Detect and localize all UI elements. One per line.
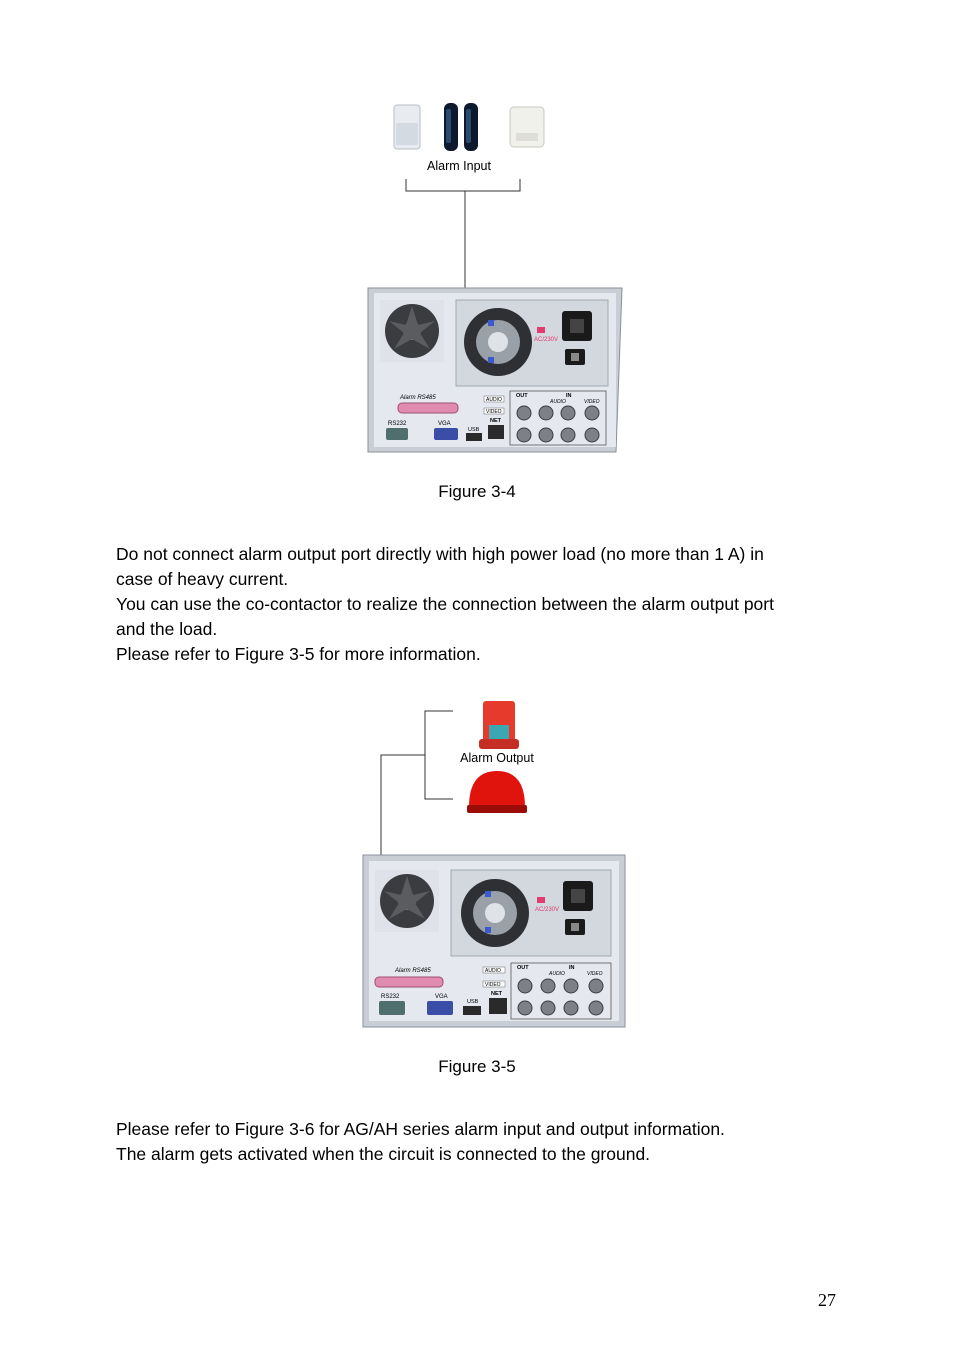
text-line: and the load. [116, 619, 218, 639]
in-label: IN [566, 393, 572, 399]
smoke-detector-icon [509, 106, 545, 148]
alarm-rs485-port [374, 976, 444, 988]
alarm-rs485-port [397, 402, 459, 414]
usb-port-label: USB [467, 999, 479, 1005]
dvr-rear-panel: AC/230V Alarm RS485 RS232 VGA USB AUDIO … [362, 854, 626, 1028]
net-port-label: NET [490, 418, 502, 424]
alarm-output-label: Alarm Output [460, 751, 534, 765]
psu-fan-icon [464, 308, 532, 376]
rs232-port-label: RS232 [388, 421, 407, 427]
figure-3-5-diagram: Alarm Output AC/230V [362, 701, 626, 1028]
video-out-label: VIDEO [485, 982, 501, 988]
fan-icon [380, 300, 444, 362]
beam-sensor-icon [444, 103, 478, 151]
in-audio-label: AUDIO [549, 399, 566, 405]
audio-out-label: AUDIO [486, 397, 502, 403]
psu-fan-icon [461, 879, 529, 947]
paragraph-ag-ah-reference: Please refer to Figure 3-6 for AG/AH ser… [116, 1117, 876, 1167]
power-voltage-label: AC/230V [534, 337, 558, 343]
out-label: OUT [517, 965, 529, 971]
text-line: The alarm gets activated when the circui… [116, 1144, 651, 1164]
figure-3-4-caption: Figure 3-4 [438, 482, 516, 501]
vga-port [427, 1001, 453, 1015]
usb-port-label: USB [468, 427, 480, 433]
in-label: IN [569, 965, 575, 971]
text-line: Do not connect alarm output port directl… [116, 544, 764, 564]
strobe-light-icon [479, 701, 519, 749]
in-video-label: VIDEO [587, 971, 603, 977]
alarm-rs485-port-label: Alarm RS485 [399, 395, 436, 401]
vga-port [434, 428, 458, 440]
bnc-connectors [516, 405, 600, 443]
figure-3-4-diagram: Alarm Input AC/230V [367, 103, 623, 453]
vga-port-label: VGA [438, 421, 451, 427]
audio-out-label: AUDIO [485, 968, 501, 974]
paragraph-alarm-output-warning: Do not connect alarm output port directl… [116, 542, 876, 667]
alarm-rs485-port-label: Alarm RS485 [394, 968, 431, 974]
usb-port [463, 1006, 481, 1015]
text-line: You can use the co-contactor to realize … [116, 594, 774, 614]
alarm-input-label: Alarm Input [427, 159, 491, 173]
out-label: OUT [516, 393, 528, 399]
in-video-label: VIDEO [584, 399, 600, 405]
pir-sensor-icon [393, 104, 421, 150]
net-port [489, 998, 507, 1014]
bnc-connectors [517, 978, 604, 1016]
usb-port [466, 433, 482, 441]
siren-beacon-icon [467, 771, 527, 813]
video-out-label: VIDEO [486, 409, 502, 415]
rs232-port [386, 428, 408, 440]
text-line: case of heavy current. [116, 569, 289, 589]
page-number: 27 [818, 1290, 836, 1310]
rs232-port-label: RS232 [381, 994, 400, 1000]
in-audio-label: AUDIO [548, 971, 565, 977]
vga-port-label: VGA [435, 994, 448, 1000]
fan-icon [375, 870, 439, 932]
text-line: Please refer to Figure 3-6 for AG/AH ser… [116, 1119, 725, 1139]
rs232-port [379, 1001, 405, 1015]
net-port-label: NET [491, 991, 503, 997]
net-port [488, 425, 504, 439]
figure-3-5-caption: Figure 3-5 [438, 1057, 516, 1076]
power-socket-icon [562, 311, 592, 365]
power-voltage-label: AC/230V [535, 907, 559, 913]
text-line: Please refer to Figure 3-5 for more info… [116, 644, 481, 664]
dvr-rear-panel: AC/230V Alarm RS485 RS232 VGA USB AUDIO … [367, 287, 623, 453]
power-socket-icon [563, 881, 593, 935]
